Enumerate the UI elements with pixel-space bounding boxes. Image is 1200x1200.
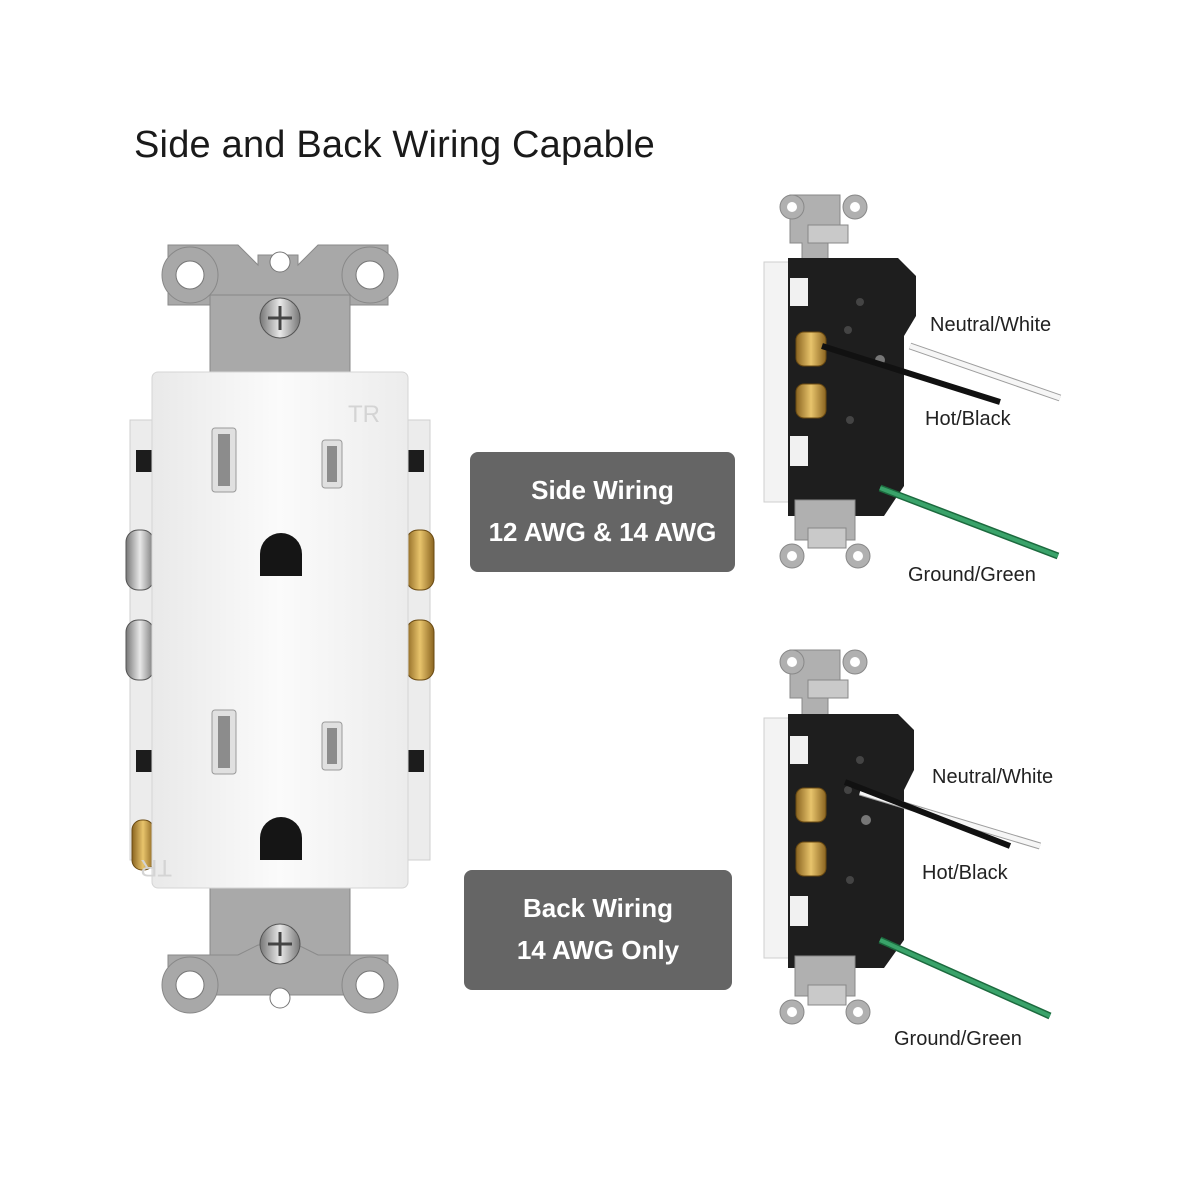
page-title: Side and Back Wiring Capable [134, 124, 655, 166]
back-ground-label: Ground/Green [894, 1028, 1022, 1050]
bottom-mounting-strap [161, 887, 399, 1014]
front-receptacle: TR TR [125, 244, 435, 1014]
side-wiring-gauge: 12 AWG & 14 AWG [488, 517, 717, 547]
back-wiring-title: Back Wiring [522, 893, 674, 924]
side-wiring-title: Side Wiring [531, 475, 674, 506]
back-wiring-gauge: 14 AWG Only [516, 935, 680, 965]
side-neutral-label: Neutral/White [930, 314, 1052, 336]
lower-outlet [211, 709, 343, 860]
side-hot-label: Hot/Black [925, 408, 1011, 430]
silver-terminal-screws [125, 529, 155, 871]
receptacle-face [151, 371, 409, 889]
back-wiring-callout: Back Wiring 14 AWG Only [464, 870, 732, 990]
tr-mark-top: TR [348, 401, 380, 428]
side-ground-label: Ground/Green [908, 564, 1036, 586]
side-wires [821, 342, 1062, 560]
top-mounting-strap [161, 244, 399, 381]
side-wiring-view [763, 194, 1062, 569]
brass-terminal-screws [405, 529, 435, 681]
back-neutral-label: Neutral/White [932, 766, 1054, 788]
side-wiring-callout: Side Wiring 12 AWG & 14 AWG [470, 452, 735, 572]
back-hot-label: Hot/Black [922, 862, 1008, 884]
back-wires [843, 779, 1052, 1020]
back-wiring-view [763, 649, 1052, 1025]
upper-outlet [211, 427, 343, 576]
tr-mark-bottom: TR [140, 854, 172, 881]
